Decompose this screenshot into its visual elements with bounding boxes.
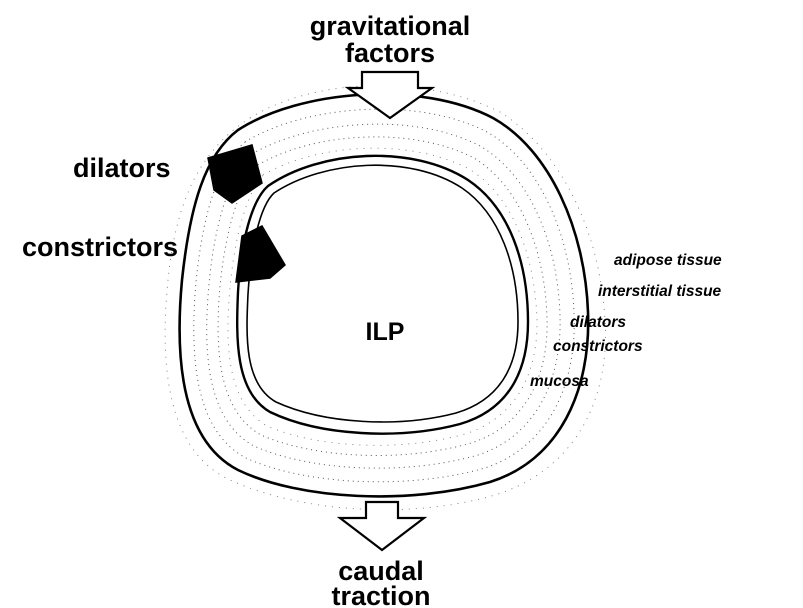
layer-interstitial-tissue: interstitial tissue bbox=[598, 283, 722, 300]
layer-adipose-tissue: adipose tissue bbox=[614, 252, 722, 269]
dilators-label: dilators bbox=[73, 153, 171, 183]
layer-mucosa: mucosa bbox=[530, 373, 589, 390]
constrictors-label: constrictors bbox=[22, 232, 178, 262]
layer-dilators: dilators bbox=[570, 314, 626, 331]
caudal-traction-arrow bbox=[340, 502, 424, 550]
mucosa-inner-line bbox=[247, 165, 518, 422]
top-label-line2: factors bbox=[345, 38, 435, 68]
layer-constrictors: constrictors bbox=[553, 338, 643, 355]
gravitational-arrow bbox=[348, 72, 432, 118]
ilp-label: ILP bbox=[366, 318, 405, 346]
bottom-label-line2: traction bbox=[331, 581, 430, 608]
top-label-line1: gravitational bbox=[310, 11, 471, 41]
